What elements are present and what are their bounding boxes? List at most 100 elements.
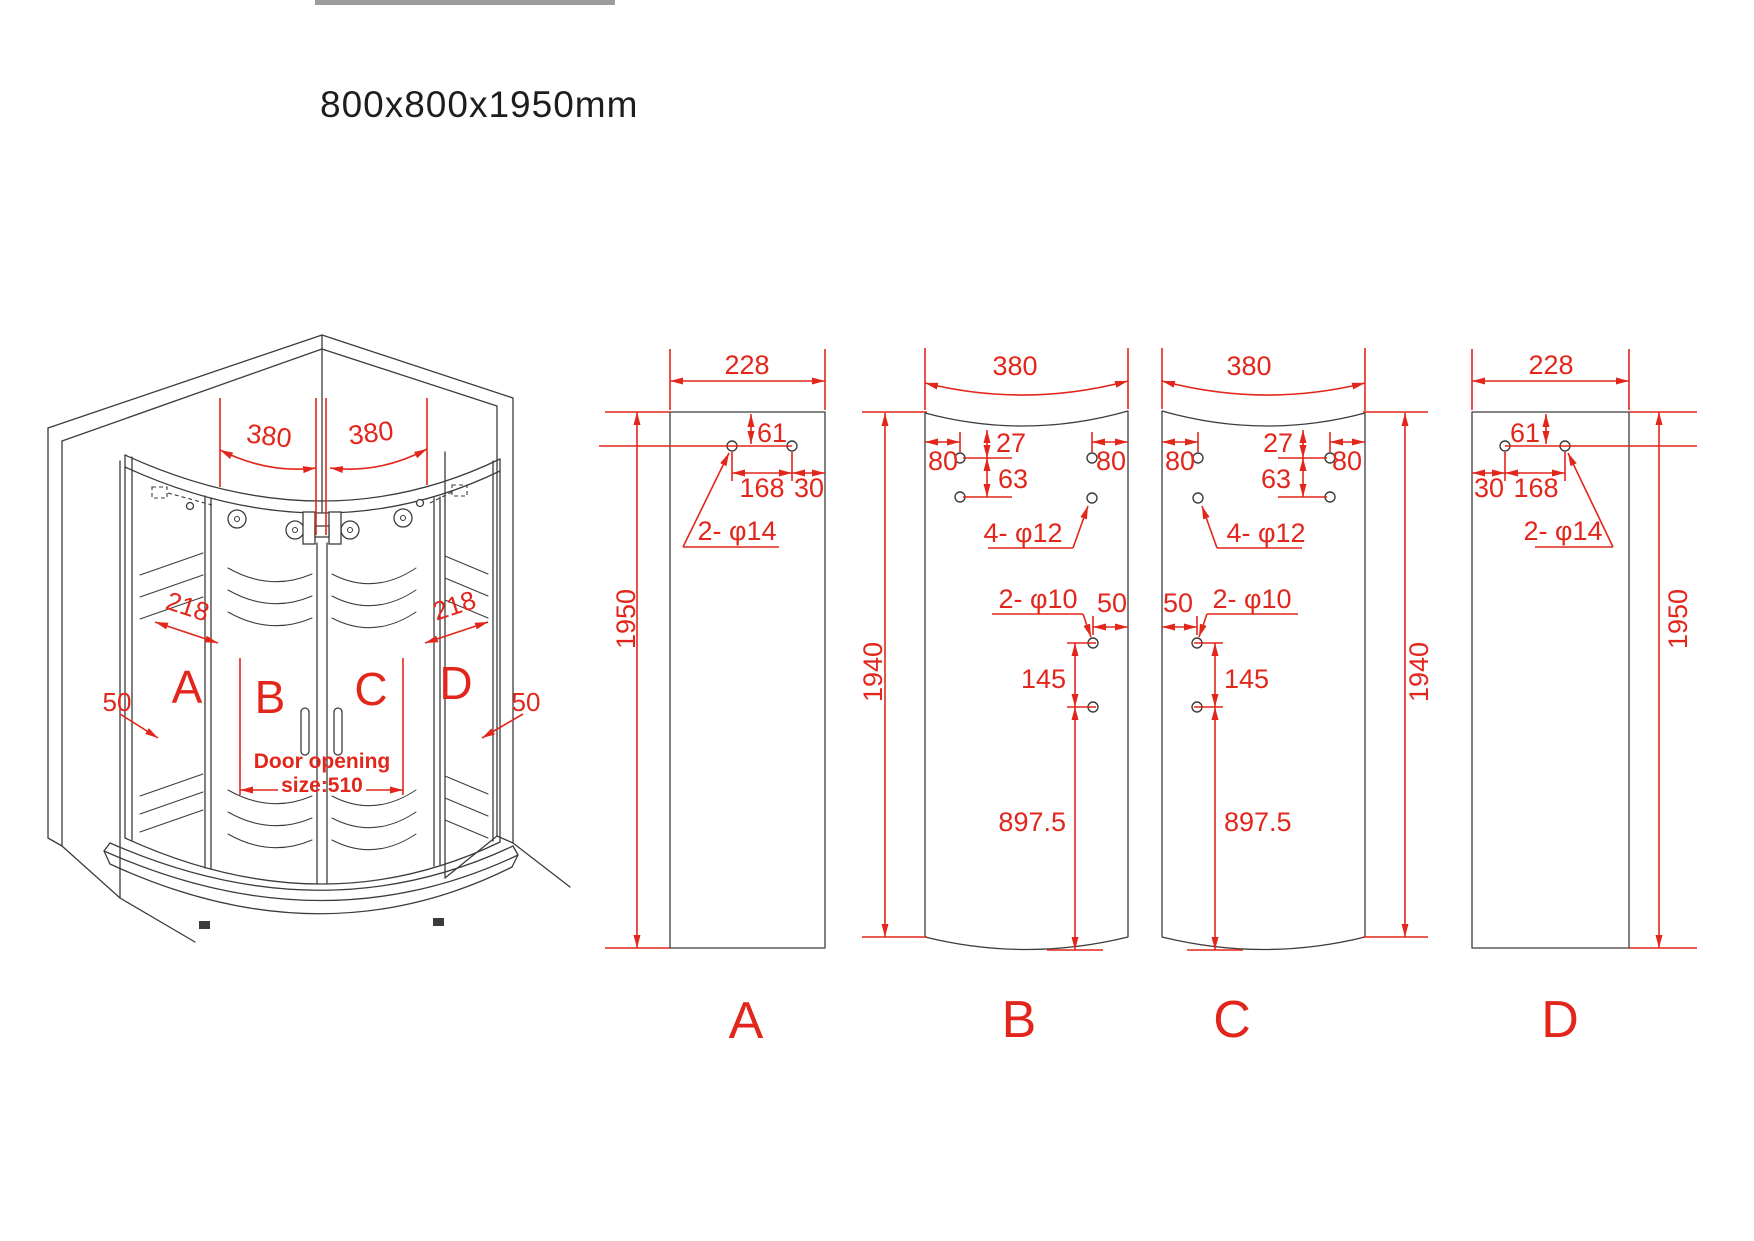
- panel-d-dim-height: 1950: [1629, 411, 1697, 949]
- dim-27: 27: [1263, 428, 1293, 458]
- dim-168: 168: [739, 473, 784, 503]
- panel-a-label: A: [729, 992, 764, 1050]
- floor-line-left: [119, 897, 196, 943]
- panel-c-dim-handle-holes: 2- φ10 50 145 897.5: [1162, 584, 1298, 951]
- iso-view: 380 380 218 218 50 50 Door opening size:…: [47, 334, 571, 943]
- door-opening-label-line2: size:510: [281, 774, 363, 797]
- roller-wheel: [340, 520, 360, 540]
- panel-b-drawing: 380 1940 80 80 27 63 4- φ12: [858, 348, 1129, 1049]
- door-opening-label-line1: Door opening: [254, 750, 390, 773]
- stopper-bar: [314, 525, 330, 538]
- dim-63: 63: [998, 464, 1028, 494]
- iso-hardware-dashed: [151, 484, 468, 506]
- dim-80-right: 80: [1096, 446, 1126, 476]
- dim-30: 30: [1474, 473, 1504, 503]
- door-handle-left: [300, 707, 310, 756]
- roller-wheel: [393, 508, 413, 528]
- panel-b-dim-top-holes: 80 80 27 63 4- φ12: [925, 428, 1128, 549]
- drill-hole: [1086, 452, 1098, 464]
- dim-50-left: 50: [103, 687, 132, 717]
- panel-c-label: C: [1213, 991, 1251, 1049]
- top-edge-bar: [315, 0, 615, 5]
- door-stopper-right: [328, 511, 342, 545]
- door-handle-right: [333, 707, 343, 756]
- roller-wheel: [227, 509, 247, 529]
- panel-a-dim-holes: 61 168 30 2- φ14: [599, 414, 825, 548]
- dim-1940: 1940: [1404, 642, 1434, 702]
- dim-380: 380: [1226, 351, 1271, 381]
- panel-a-outline: [669, 411, 826, 949]
- dim-1950: 1950: [611, 589, 641, 649]
- dim-218-right: 218: [429, 584, 480, 626]
- top-rail-lower: [124, 466, 501, 514]
- screw-icon: [185, 501, 195, 511]
- glass-streaks: [139, 552, 489, 851]
- iso-walls: [47, 334, 571, 943]
- dim-50: 50: [1097, 588, 1127, 618]
- hole-callout-2xd14: 2- φ14: [1523, 516, 1602, 546]
- iso-panel-label-c: C: [354, 663, 387, 715]
- iso-glass-frame: [124, 454, 501, 885]
- screw-icon: [415, 498, 425, 508]
- iso-rollers: [185, 498, 425, 545]
- iso-panel-label-b: B: [255, 671, 286, 723]
- panel-d-dim-width: 228: [1471, 349, 1630, 410]
- panel-d-drawing: 228 1950 61 30 168 2- φ14 D: [1471, 349, 1697, 1049]
- drill-hole: [1192, 492, 1204, 504]
- dim-80-right: 80: [1332, 446, 1362, 476]
- dim-145: 145: [1224, 664, 1269, 694]
- dim-61: 61: [1510, 418, 1540, 448]
- dim-30: 30: [794, 473, 824, 503]
- dim-50: 50: [1163, 588, 1193, 618]
- dim-63: 63: [1261, 464, 1291, 494]
- dim-1940: 1940: [858, 642, 888, 702]
- dim-897-5: 897.5: [998, 807, 1066, 837]
- glass-bottom-edge: [124, 837, 501, 885]
- hole-callout-2xd10: 2- φ10: [998, 584, 1077, 614]
- dim-145: 145: [1021, 664, 1066, 694]
- dim-80-left: 80: [928, 446, 958, 476]
- roller-wheel: [285, 520, 305, 540]
- iso-tray: [103, 842, 519, 929]
- panel-d-label: D: [1541, 991, 1579, 1049]
- iso-panel-label-d: D: [439, 657, 472, 709]
- panel-b-label: B: [1002, 991, 1037, 1049]
- panel-a-drawing: 228 1950 61 168 30 2- φ14 A: [599, 349, 826, 1050]
- panel-c-dim-width: 380: [1161, 348, 1366, 411]
- iso-panel-label-a: A: [172, 661, 203, 713]
- dim-228: 228: [724, 350, 769, 380]
- panel-b-outline: [924, 410, 1129, 951]
- hole-callout-4xd12: 4- φ12: [983, 518, 1062, 548]
- door-guide: [199, 921, 210, 929]
- floor-line-right: [512, 842, 571, 888]
- panel-b-dim-handle-holes: 2- φ10 50 145 897.5: [992, 584, 1128, 951]
- door-guide: [433, 918, 444, 926]
- dim-380: 380: [992, 351, 1037, 381]
- drawing-title: 800x800x1950mm: [320, 84, 638, 125]
- door-stopper-left: [302, 511, 316, 545]
- iso-dimensions: 380 380 218 218 50 50 Door opening size:…: [103, 398, 541, 797]
- panel-a-dim-width: 228: [669, 349, 826, 410]
- panel-c-dim-height: 1940: [1363, 411, 1434, 938]
- dim-380-right: 380: [347, 415, 395, 450]
- dim-1950: 1950: [1663, 589, 1693, 649]
- panel-c-dim-top-holes: 80 80 27 63 4- φ12: [1162, 428, 1365, 549]
- hole-callout-4xd12: 4- φ12: [1226, 518, 1305, 548]
- hole-callout-2xd10: 2- φ10: [1212, 584, 1291, 614]
- dim-897-5: 897.5: [1224, 807, 1292, 837]
- dim-168: 168: [1513, 473, 1558, 503]
- dim-27: 27: [996, 428, 1026, 458]
- panel-c-drawing: 380 1940 80 80 27 63 4- φ12: [1161, 348, 1434, 1049]
- dim-50-right: 50: [512, 687, 541, 717]
- drill-hole: [1086, 492, 1098, 504]
- panel-a-dim-height: 1950: [605, 411, 670, 949]
- dim-380-left: 380: [245, 418, 293, 453]
- hole-callout-2xd14: 2- φ14: [697, 516, 776, 546]
- drill-hole: [1192, 452, 1204, 464]
- panel-b-dim-width: 380: [924, 348, 1129, 410]
- dim-61: 61: [757, 418, 787, 448]
- top-rail-upper: [124, 454, 501, 502]
- dim-80-left: 80: [1165, 446, 1195, 476]
